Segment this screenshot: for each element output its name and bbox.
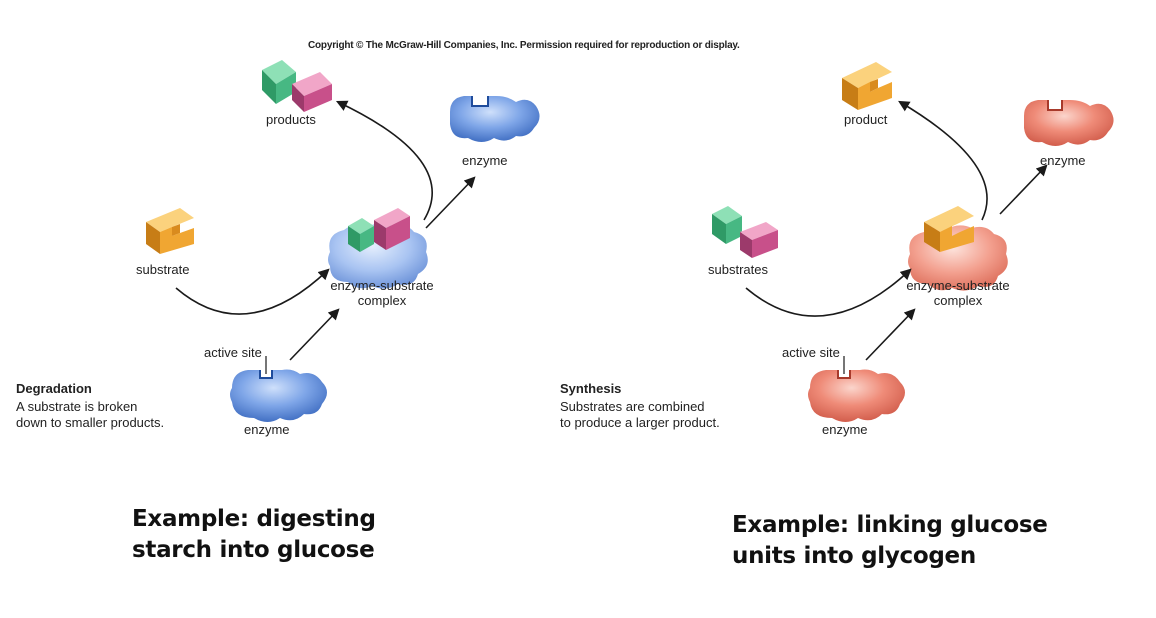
complex-label-right-line1: enzyme-substrate [906,278,1010,293]
pink-substrate-block-icon [740,222,778,258]
example-degradation: Example: digesting starch into glucose [132,504,376,566]
enzyme-substrate-complex-right [908,206,1008,291]
enzyme-bottom-label-right: enzyme [822,422,868,437]
example-synthesis: Example: linking glucose units into glyc… [732,510,1048,572]
enzyme-bottom-right-panel [808,356,905,422]
substrate-block-icon [146,208,194,254]
enzyme-bottom-label-left: enzyme [244,422,290,437]
copyright-notice: Copyright © The McGraw-Hill Companies, I… [308,40,740,51]
degradation-title: Degradation [16,381,92,396]
green-product-cube-icon [262,60,296,104]
substrates-shapes-right [712,206,778,258]
arrow-complex-to-enzyme-right [999,164,1048,215]
enzyme-top-right-panel [1024,100,1114,146]
arrow-complex-to-products-left [335,100,433,221]
arrow-enzyme-to-complex-right [865,308,916,361]
complex-label-right: enzyme-substrate complex [890,278,1026,308]
complex-label-left: enzyme-substrate complex [314,278,450,308]
arrow-complex-to-product-right [898,100,988,221]
arrow-substrate-to-complex-left [175,268,330,315]
arrow-complex-to-enzyme-left [425,176,476,229]
complex-orange-block-icon [924,206,974,252]
substrates-label: substrates [708,262,768,277]
green-substrate-cube-icon [712,206,742,244]
active-site-label-left: active site [204,345,262,360]
enzyme-top-left-panel [450,96,540,142]
product-block-icon [842,62,892,110]
synthesis-line1: Substrates are combined [560,399,705,414]
products-label: products [266,112,316,127]
enzyme-top-label-left: enzyme [462,153,508,168]
degradation-description: A substrate is broken down to smaller pr… [16,399,164,431]
complex-label-left-line2: complex [357,293,407,308]
arrow-enzyme-to-complex-left [289,308,340,361]
example-synthesis-line2: units into glycogen [732,543,976,569]
enzyme-substrate-complex-left [328,208,428,289]
products-shapes-left [262,60,332,112]
complex-label-left-line1: enzyme-substrate [330,278,434,293]
complex-pink-block-icon [374,208,410,250]
arrow-substrates-to-complex-right [745,268,912,317]
degradation-line2: down to smaller products. [16,415,165,430]
enzyme-top-label-right: enzyme [1040,153,1086,168]
enzyme-bottom-left-panel [230,356,327,422]
substrate-label: substrate [136,262,190,277]
synthesis-description: Substrates are combined to produce a lar… [560,399,720,431]
active-site-label-right: active site [782,345,840,360]
example-degradation-line1: Example: digesting [132,506,376,532]
complex-green-cube-icon [348,218,374,252]
synthesis-line2: to produce a larger product. [560,415,720,430]
product-label: product [844,112,888,127]
degradation-line1: A substrate is broken [16,399,138,414]
complex-label-right-line2: complex [933,293,983,308]
example-synthesis-line1: Example: linking glucose [732,512,1048,538]
synthesis-title: Synthesis [560,381,622,396]
example-degradation-line2: starch into glucose [132,537,375,563]
pink-product-block-icon [292,72,332,112]
